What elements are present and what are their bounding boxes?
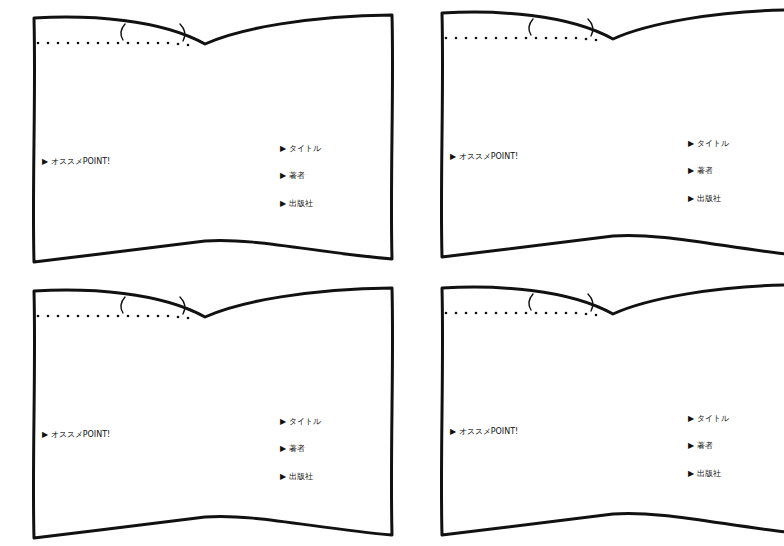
- point-label: ▶ オススメPOINT!: [450, 428, 518, 436]
- book-frame: ▶ オススメPOINT! ▶ タイトル ▶ 著者 ▶ 出版社: [438, 280, 784, 538]
- book-outline: [30, 283, 395, 541]
- point-label: ▶ オススメPOINT!: [42, 431, 110, 439]
- book-outline: [438, 280, 784, 538]
- field-label: ▶ 著者: [688, 442, 713, 450]
- book-frame: ▶ オススメPOINT! ▶ タイトル ▶ 著者 ▶ 出版社: [30, 283, 395, 541]
- book-outline: [30, 10, 395, 265]
- field-label: ▶ 出版社: [280, 473, 313, 481]
- field-label: ▶ 出版社: [280, 200, 313, 208]
- book-frame: ▶ オススメPOINT! ▶ タイトル ▶ 著者 ▶ 出版社: [438, 5, 784, 260]
- field-label: ▶ タイトル: [688, 415, 729, 423]
- field-label: ▶ 出版社: [688, 470, 721, 478]
- field-label: ▶ 著者: [280, 172, 305, 180]
- book-outline: [438, 5, 784, 260]
- point-label: ▶ オススメPOINT!: [450, 153, 518, 161]
- point-label: ▶ オススメPOINT!: [42, 158, 110, 166]
- field-label: ▶ 出版社: [688, 195, 721, 203]
- field-label: ▶ 著者: [688, 167, 713, 175]
- field-label: ▶ タイトル: [280, 418, 321, 426]
- field-label: ▶ タイトル: [280, 145, 321, 153]
- field-label: ▶ タイトル: [688, 140, 729, 148]
- book-frame: ▶ オススメPOINT! ▶ タイトル ▶ 著者 ▶ 出版社: [30, 10, 395, 265]
- field-label: ▶ 著者: [280, 445, 305, 453]
